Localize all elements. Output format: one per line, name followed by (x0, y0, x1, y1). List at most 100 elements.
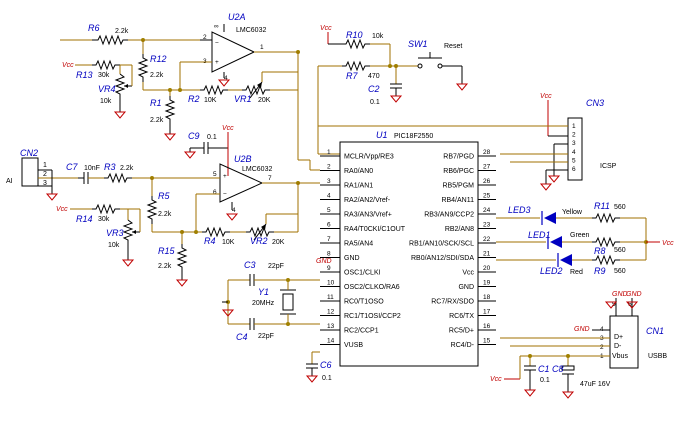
svg-text:20: 20 (483, 265, 491, 272)
svg-text:VUSB: VUSB (344, 342, 363, 349)
cn3-ref: CN3 (586, 98, 604, 108)
svg-text:RB0/AN12/SDI/SDA: RB0/AN12/SDI/SDA (411, 255, 474, 262)
svg-text:Vcc: Vcc (462, 270, 474, 277)
c1-ref: C1 (538, 364, 550, 374)
r2-value: 10K (204, 97, 217, 104)
r3-value: 2.2k (120, 165, 134, 172)
svg-text:RB3/AN9/CCP2: RB3/AN9/CCP2 (424, 212, 474, 219)
svg-text:+: + (215, 59, 219, 66)
led3-color: Yellow (562, 209, 583, 216)
c9-decoupling: C9 0.1 Vcc (183, 125, 234, 176)
svg-text:−: − (215, 40, 219, 47)
c2-ref: C2 (368, 84, 380, 94)
svg-text:RB2/AN8: RB2/AN8 (445, 226, 474, 233)
svg-text:8: 8 (327, 251, 331, 258)
svg-text:25: 25 (483, 193, 491, 200)
svg-text:5: 5 (327, 207, 331, 214)
vcc-label-r13: Vcc (62, 62, 74, 69)
gnd-label-cn1: GND (574, 326, 590, 333)
svg-text:OSC2/CLKO/RA6: OSC2/CLKO/RA6 (344, 284, 400, 291)
svg-text:28: 28 (483, 149, 491, 156)
y1-value: 20MHz (252, 300, 275, 307)
svg-text:23: 23 (483, 222, 491, 229)
y1-ref: Y1 (258, 287, 269, 297)
svg-text:∞: ∞ (214, 23, 219, 30)
c6-ref: C6 (320, 360, 332, 370)
svg-text:RC5/D+: RC5/D+ (449, 328, 474, 335)
r1-ref: R1 (150, 98, 162, 108)
svg-text:17: 17 (483, 309, 491, 316)
r7-ref: R7 (346, 71, 358, 81)
svg-text:+: + (223, 173, 227, 180)
u1-ref: U1 (376, 130, 388, 140)
vcc-label-r14: Vcc (56, 206, 68, 213)
svg-text:14: 14 (327, 338, 335, 345)
svg-text:1: 1 (260, 44, 264, 51)
svg-text:RC7/RX/SDO: RC7/RX/SDO (431, 299, 474, 306)
svg-text:RC6/TX: RC6/TX (449, 313, 474, 320)
svg-text:19: 19 (483, 280, 491, 287)
cn1-usb: CN1 D+ D- Vbus USBB GND GND 5 6 4 3 2 1 … (490, 291, 667, 399)
u1-value: PIC18F2550 (394, 133, 433, 140)
svg-text:6: 6 (327, 222, 331, 229)
svg-text:2: 2 (327, 164, 331, 171)
svg-text:9: 9 (327, 265, 331, 272)
svg-text:RB7/PGD: RB7/PGD (443, 154, 474, 161)
svg-text:4: 4 (327, 193, 331, 200)
c7-value: 10nF (84, 165, 100, 172)
cn2-ref: CN2 (20, 148, 38, 158)
svg-text:RB5/PGM: RB5/PGM (442, 183, 474, 190)
r15-ref: R15 (158, 246, 176, 256)
vr4-value: 10k (100, 98, 112, 105)
svg-text:4: 4 (224, 75, 228, 82)
svg-text:5: 5 (213, 171, 217, 178)
led-section: LED3 Yellow R11 560 LED1 Green R8 560 LE… (496, 201, 674, 276)
r14-value: 30k (98, 216, 110, 223)
svg-text:RA0/AN0: RA0/AN0 (344, 168, 373, 175)
gnd-label-u1: GND (316, 258, 332, 265)
svg-text:RC0/T1OSO: RC0/T1OSO (344, 299, 384, 306)
svg-text:3: 3 (327, 178, 331, 185)
svg-text:2: 2 (43, 171, 47, 178)
u1-right-pins: 28RB7/PGD27RB6/PGC26RB5/PGM25RB4/AN1124R… (409, 149, 496, 349)
cn3-pin-4: 4 (572, 149, 576, 156)
led1-ref: LED1 (528, 230, 551, 240)
opamp-b-section: C7 10nF R3 2.2k R5 2.2k Vcc R14 30k VR3 … (56, 154, 300, 287)
r14-ref: R14 (76, 214, 93, 224)
cn2-label: AI (6, 178, 13, 185)
svg-text:6: 6 (628, 301, 632, 308)
vr1-value: 20K (258, 97, 271, 104)
r9-value: 560 (614, 268, 626, 275)
svg-text:RC2/CCP1: RC2/CCP1 (344, 328, 379, 335)
u2a-value: LMC6032 (236, 27, 266, 34)
svg-text:2: 2 (600, 344, 604, 351)
svg-text:OSC1/CLKI: OSC1/CLKI (344, 270, 381, 277)
vcc-label-leds: Vcc (662, 240, 674, 247)
svg-text:15: 15 (483, 338, 491, 345)
vcc-label-cn3: Vcc (540, 93, 552, 100)
r2-ref: R2 (188, 94, 200, 104)
svg-text:12: 12 (327, 309, 335, 316)
c9-ref: C9 (188, 131, 200, 141)
c6-value: 0.1 (322, 375, 332, 382)
svg-text:RC1/T1OSI/CCP2: RC1/T1OSI/CCP2 (344, 313, 401, 320)
r8-ref: R8 (594, 246, 606, 256)
svg-text:RA4/T0CKI/C1OUT: RA4/T0CKI/C1OUT (344, 226, 406, 233)
